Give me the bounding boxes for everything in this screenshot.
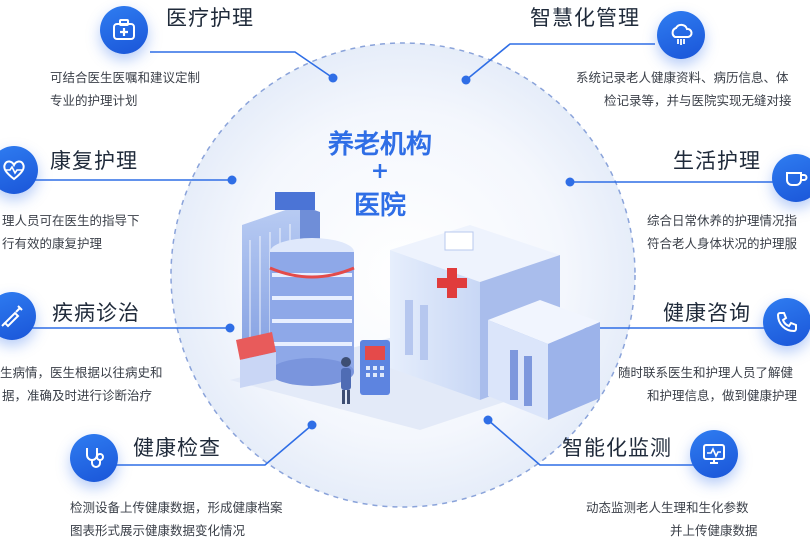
desc-consultation-1: 随时联系医生和护理人员了解健: [618, 365, 794, 380]
buildings-illustration: [230, 192, 600, 430]
center-title-line2: 医院: [353, 191, 406, 221]
title-life-care: 生活护理: [673, 149, 761, 173]
medical-kit-icon: [100, 6, 148, 54]
desc-smart-management-2: 检记录等，并与医院实现无缝对接: [604, 93, 792, 108]
title-medical-care: 医疗护理: [166, 6, 254, 30]
title-rehab-care: 康复护理: [50, 149, 138, 173]
node-dot: [565, 177, 575, 187]
cloud-data-icon: [657, 11, 705, 59]
stethoscope-icon: [70, 434, 118, 482]
title-checkup: 健康检查: [133, 436, 221, 460]
title-smart-management: 智慧化管理: [530, 6, 640, 30]
desc-smart-management-1: 系统记录老人健康资料、病历信息、体: [576, 70, 789, 85]
center-plus: +: [370, 158, 390, 184]
monitor-icon: [690, 430, 738, 478]
desc-checkup-2: 图表形式展示健康数据变化情况: [70, 523, 246, 538]
desc-monitoring-2: 并上传健康数据: [670, 523, 758, 538]
node-dot: [225, 323, 235, 333]
desc-medical-care-1: 可结合医生医嘱和建议定制: [50, 70, 201, 85]
node-dot: [461, 75, 471, 85]
node-dot: [328, 73, 338, 83]
desc-diagnosis-1: 生病情，医生根据以往病史和: [0, 365, 163, 380]
desc-life-care-1: 综合日常休养的护理情况指: [647, 213, 798, 228]
desc-diagnosis-2: 据，准确及时进行诊断治疗: [2, 388, 153, 403]
phone-icon: [763, 298, 810, 346]
connector-monitoring: [487, 419, 700, 466]
node-dot: [227, 175, 237, 185]
connector-smart-management: [465, 43, 655, 81]
desc-rehab-care-1: 理人员可在医生的指导下: [2, 213, 140, 228]
heart-pulse-icon: [0, 146, 38, 194]
desc-monitoring-1: 动态监测老人生理和生化参数: [586, 500, 749, 515]
title-monitoring: 智能化监测: [562, 436, 672, 460]
desc-consultation-2: 和护理信息，做到健康护理: [647, 388, 798, 403]
center-title-line1: 养老机构: [327, 130, 432, 160]
cup-icon: [772, 154, 810, 202]
connector-checkup: [90, 424, 313, 466]
desc-life-care-2: 符合老人身体状况的护理服: [647, 236, 798, 251]
desc-rehab-care-2: 行有效的康复护理: [2, 236, 103, 251]
node-dot: [483, 415, 493, 425]
desc-checkup-1: 检测设备上传健康数据，形成健康档案: [70, 500, 283, 515]
title-consultation: 健康咨询: [663, 301, 751, 325]
node-dot: [307, 420, 317, 430]
desc-medical-care-2: 专业的护理计划: [50, 93, 138, 108]
title-diagnosis: 疾病诊治: [52, 301, 140, 325]
connector-medical-care: [150, 51, 334, 79]
